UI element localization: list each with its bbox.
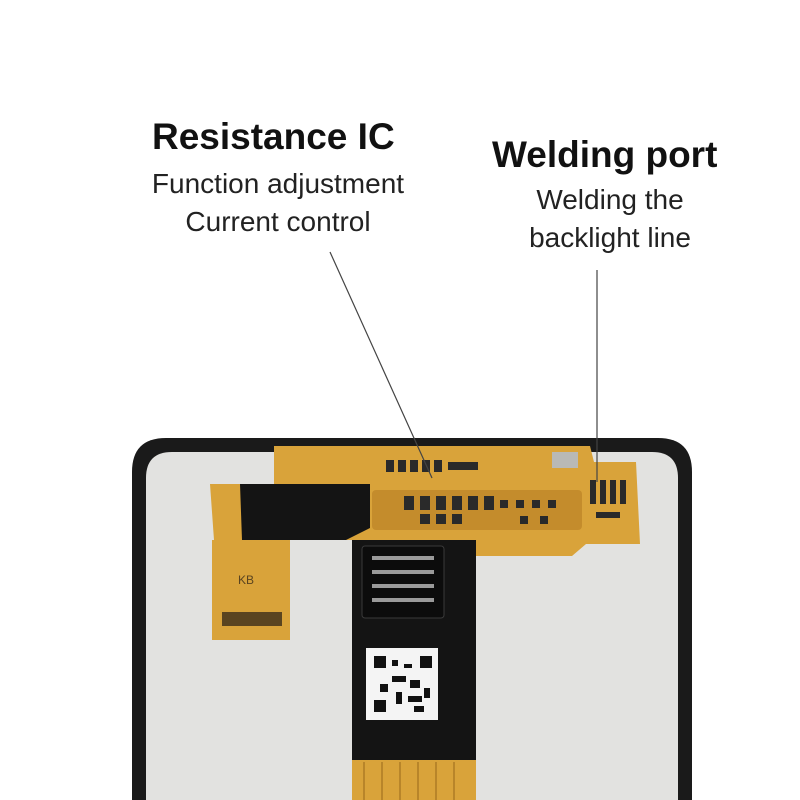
welding-port-line1: Welding the xyxy=(536,184,684,215)
left-flex-connector xyxy=(222,612,282,626)
flex-bottom-lines xyxy=(363,762,455,800)
qr-code-pattern xyxy=(374,656,432,712)
resistance-ic-leader-line xyxy=(329,251,433,479)
resistance-ic-line2: Current control xyxy=(185,206,371,237)
resistance-ic-chips xyxy=(386,460,556,524)
flex-kb-print: KB xyxy=(238,573,254,587)
resistance-ic-line1: Function adjustment xyxy=(151,168,405,199)
welding-port-title: Welding port xyxy=(492,134,718,175)
driver-chip-print xyxy=(372,556,434,602)
welding-port-pads xyxy=(590,480,626,518)
resistance-ic-title: Resistance IC xyxy=(152,116,395,157)
flex-bottom-section xyxy=(352,760,476,800)
small-connector xyxy=(552,452,578,468)
welding-port-line2: backlight line xyxy=(529,222,691,253)
flex-black-mask xyxy=(240,484,370,540)
